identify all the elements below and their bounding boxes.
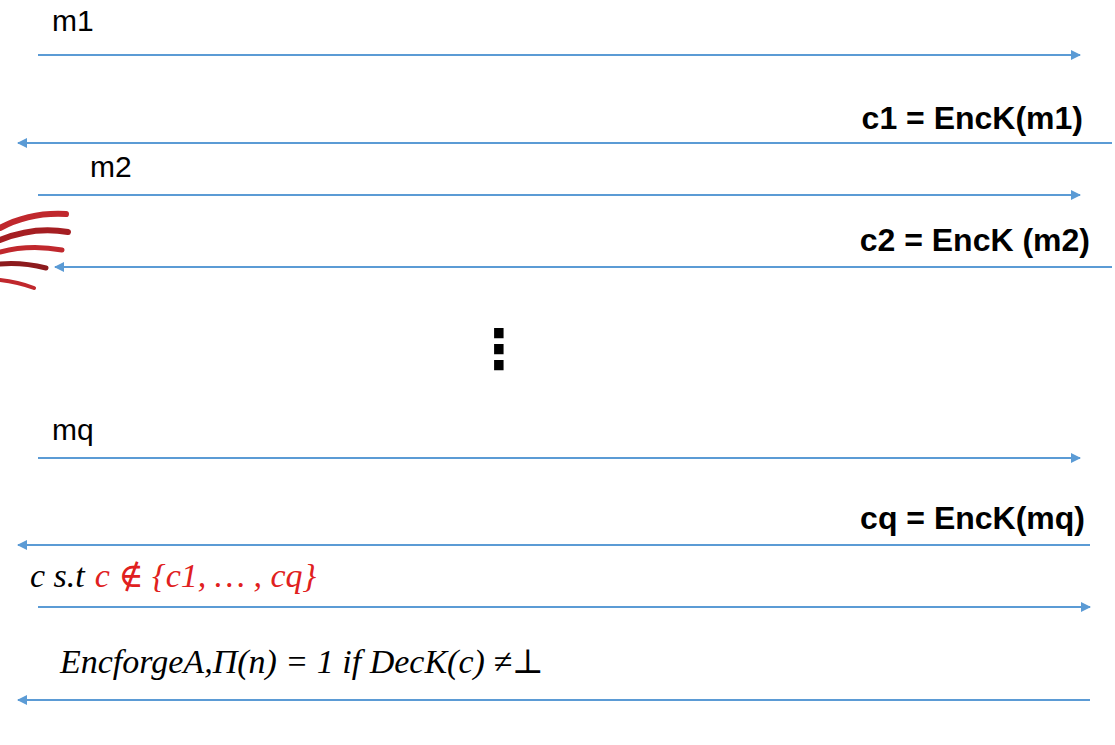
- ellipsis-mark: ⋮: [472, 318, 526, 380]
- request-arrow: [38, 194, 1080, 196]
- response-arrow: [18, 142, 1112, 144]
- request-arrow: [38, 457, 1080, 459]
- ciphertext-label: cq = EncK(mq): [860, 500, 1085, 537]
- attacker-icon: [0, 214, 68, 288]
- request-arrow: [38, 606, 1090, 608]
- message-label: m2: [90, 150, 132, 185]
- response-arrow: [18, 544, 1090, 546]
- message-label: mq: [52, 413, 94, 448]
- forgery-label: c s.t: [30, 556, 85, 595]
- request-arrow: [38, 54, 1080, 56]
- ciphertext-label: c2 = EncK (m2): [860, 222, 1090, 259]
- experiment-label: EncforgeA,Π(n) = 1 if DecK(c) ≠⊥: [60, 642, 544, 681]
- message-label: m1: [52, 4, 94, 39]
- response-arrow: [55, 266, 1112, 268]
- response-arrow: [18, 699, 1090, 701]
- forgery-condition: c ∉ {c1, … , cq}: [95, 556, 316, 595]
- ciphertext-label: c1 = EncK(m1): [862, 100, 1083, 137]
